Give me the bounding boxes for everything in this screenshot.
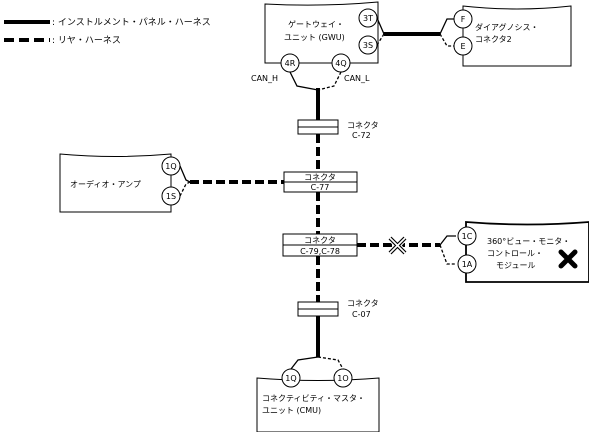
connector-c79-c78: コネクタ C-79,C-78: [282, 233, 358, 257]
connector-c72-code: C-72: [352, 131, 371, 140]
diagnosis-connector: ダイアグノシス・ コネクタ2 F E: [453, 5, 572, 67]
connector-c77: コネクタ C-77: [283, 171, 358, 193]
legend-instrument-panel-label: : インストルメント・パネル・ハーネス: [52, 17, 211, 28]
pin-e-label: E: [460, 42, 465, 51]
legend: : インストルメント・パネル・ハーネス : リヤ・ハーネス: [4, 17, 211, 46]
view360-label-line3: モジュール: [496, 261, 535, 270]
x-mark-icon: [558, 249, 578, 269]
connector-c07-code: C-07: [352, 310, 371, 319]
connector-c79-label: コネクタ: [304, 236, 336, 245]
cmu-box: [256, 377, 380, 432]
gateway-box: [264, 1, 379, 64]
pin-1c: [457, 226, 477, 246]
diagnosis-label-line1: ダイアグノシス・: [475, 22, 538, 32]
pin-4r-label: 4R: [285, 59, 296, 68]
gateway-label-line1: ゲートウェイ・: [288, 19, 344, 29]
legend-rear-label: : リヤ・ハーネス: [52, 35, 121, 46]
pin-1o-cmu: [333, 368, 353, 388]
pin-3s-label: 3S: [363, 41, 373, 50]
connector-c72: コネクタ C-72: [297, 119, 379, 140]
pin-4q-label: 4Q: [335, 59, 346, 68]
pin-1a-label: 1A: [462, 260, 473, 269]
pin-3t-label: 3T: [363, 14, 373, 23]
connector-c07: コネクタ C-07: [297, 299, 379, 319]
trunk-wire: [289, 71, 344, 370]
gateway-label-line2: ユニット (GWU): [284, 33, 345, 42]
diagnosis-box: [462, 5, 572, 67]
wire-gwu-diag: [376, 17, 454, 47]
gateway-unit: ゲートウェイ・ ユニット (GWU) 3T 3S 4R 4Q CAN_H CAN…: [251, 1, 379, 83]
can-l-label: CAN_L: [344, 74, 370, 83]
cmu-label-line1: コネクティビティ・マスタ・: [262, 394, 365, 403]
pin-1c-label: 1C: [462, 232, 473, 241]
connector-c72-label: コネクタ: [347, 121, 379, 130]
pin-f-label: F: [461, 15, 466, 24]
view360-label-line2: コントロール・: [487, 249, 543, 258]
can-h-label: CAN_H: [251, 74, 278, 83]
view360-module: 360°ビュー・モニタ・ コントロール・ モジュール 1C 1A: [457, 221, 589, 283]
wire-audio-c77: [179, 165, 284, 197]
connector-c77-code: C-77: [311, 183, 330, 192]
view360-label-line1: 360°ビュー・モニタ・: [487, 237, 570, 246]
pin-1o-cmu-label: 1O: [337, 374, 348, 383]
pin-1q-cmu-label: 1Q: [285, 374, 296, 383]
connector-c07-label: コネクタ: [347, 299, 379, 308]
cmu-label-line2: ユニット (CMU): [262, 406, 321, 415]
connector-c77-label: コネクタ: [304, 173, 336, 182]
pin-1q-audio-label: 1Q: [165, 162, 176, 171]
pin-1a: [457, 254, 477, 274]
diagnosis-label-line2: コネクタ2: [475, 35, 512, 44]
view360-box: [465, 221, 589, 283]
pin-1s-audio-label: 1S: [166, 192, 176, 201]
connector-c79-code: C-79,C-78: [300, 247, 340, 256]
open-circuit-x-icon: [387, 235, 408, 256]
cmu-unit: 1Q 1O コネクティビティ・マスタ・ ユニット (CMU): [256, 368, 380, 432]
audio-amp-label: オーディオ・アンプ: [70, 179, 141, 189]
audio-amp: オーディオ・アンプ 1Q 1S: [59, 153, 181, 213]
pin-1q-cmu: [281, 368, 301, 388]
